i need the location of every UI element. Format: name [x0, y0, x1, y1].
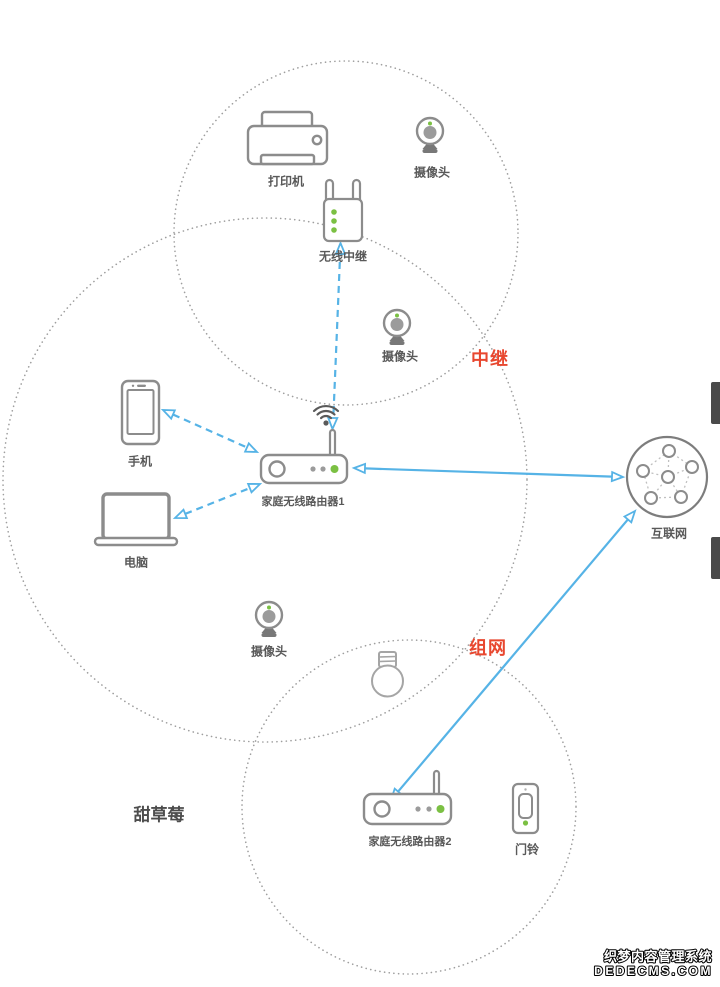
watermark-line2: DEDECMS.COM	[594, 964, 713, 978]
camera-bottom-icon	[254, 600, 284, 637]
watermark: 织梦内容管理系统 DEDECMS.COM	[593, 948, 713, 979]
camera-mid-icon	[382, 308, 412, 345]
computer-label: 电脑	[123, 555, 149, 570]
right-edge-bars	[711, 382, 720, 579]
router1-coverage-circle	[2, 217, 528, 743]
repeater-icon	[322, 178, 364, 243]
author-label: 甜草莓	[133, 805, 185, 825]
arrowhead	[326, 417, 339, 432]
laptop-icon	[93, 492, 179, 547]
doorbell-icon	[511, 782, 540, 835]
router1-icon	[259, 428, 349, 485]
phone-label: 手机	[127, 454, 153, 469]
router2-icon	[362, 769, 453, 826]
edge-bar-bottom	[711, 537, 720, 579]
router1-label: 家庭无线路由器1	[261, 496, 345, 508]
watermark-line1: 织梦内容管理系统	[604, 949, 712, 964]
doorbell-label: 门铃	[514, 842, 540, 857]
phone-icon	[120, 379, 161, 446]
printer-icon	[246, 110, 329, 166]
router2-coverage-circle	[241, 639, 577, 975]
internet-label: 互联网	[650, 526, 688, 541]
internet-icon	[625, 435, 709, 519]
camera-top-icon	[415, 116, 445, 153]
arrowhead	[172, 508, 189, 520]
router1-internet-link	[364, 467, 613, 478]
coverage-circles	[2, 60, 577, 975]
relay-coverage-circle	[173, 60, 519, 406]
phone-router1-link	[172, 413, 248, 449]
connection-lines	[172, 261, 629, 793]
relay-zone-label: 中继	[471, 349, 509, 369]
repeater-label: 无线中继	[318, 249, 368, 264]
arrowhead	[610, 470, 626, 483]
arrowhead	[160, 409, 177, 421]
mesh-zone-label: 组网	[469, 638, 507, 658]
arrowhead	[622, 509, 637, 524]
internet-router2-link	[397, 518, 629, 793]
computer-router1-link	[184, 487, 251, 515]
printer-label: 打印机	[267, 174, 305, 189]
arrowhead	[334, 240, 347, 255]
light-bulb-icon	[371, 651, 404, 698]
arrowhead	[243, 441, 260, 453]
repeater-router1-link	[332, 261, 341, 417]
arrowhead	[351, 462, 367, 475]
arrowhead	[246, 482, 263, 494]
router2-label: 家庭无线路由器2	[368, 836, 452, 848]
wifi-signal-icon	[312, 404, 340, 426]
edge-bar-top	[711, 382, 720, 424]
camera-top-label: 摄像头	[413, 165, 451, 180]
camera-bottom-label: 摄像头	[250, 644, 288, 659]
camera-mid-label: 摄像头	[381, 349, 419, 364]
